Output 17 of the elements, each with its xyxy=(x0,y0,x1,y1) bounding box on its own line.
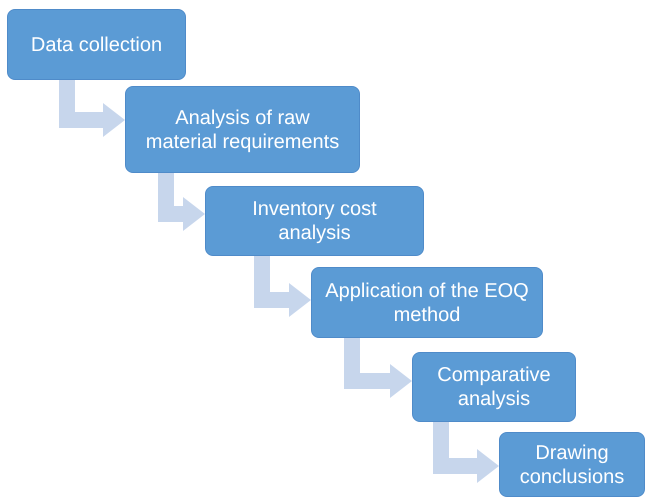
step-label: Drawing conclusions xyxy=(518,440,626,488)
process-box xyxy=(205,186,424,256)
process-box xyxy=(499,432,645,497)
process-box xyxy=(412,352,576,422)
step-label: Data collection xyxy=(30,32,162,56)
bent-arrow xyxy=(254,256,311,317)
bent-arrow xyxy=(158,173,205,231)
step-label: Inventory cost analysis xyxy=(251,197,378,245)
step-label: Comparative analysis xyxy=(436,363,552,411)
bent-arrow xyxy=(344,338,412,398)
process-box xyxy=(311,267,543,338)
process-box xyxy=(125,86,360,173)
bent-arrow xyxy=(59,80,125,137)
step-label: Analysis of raw material requirements xyxy=(144,106,340,154)
step-label: Application of the EOQ method xyxy=(324,278,530,326)
bent-arrow xyxy=(433,422,499,483)
process-box xyxy=(7,9,186,80)
